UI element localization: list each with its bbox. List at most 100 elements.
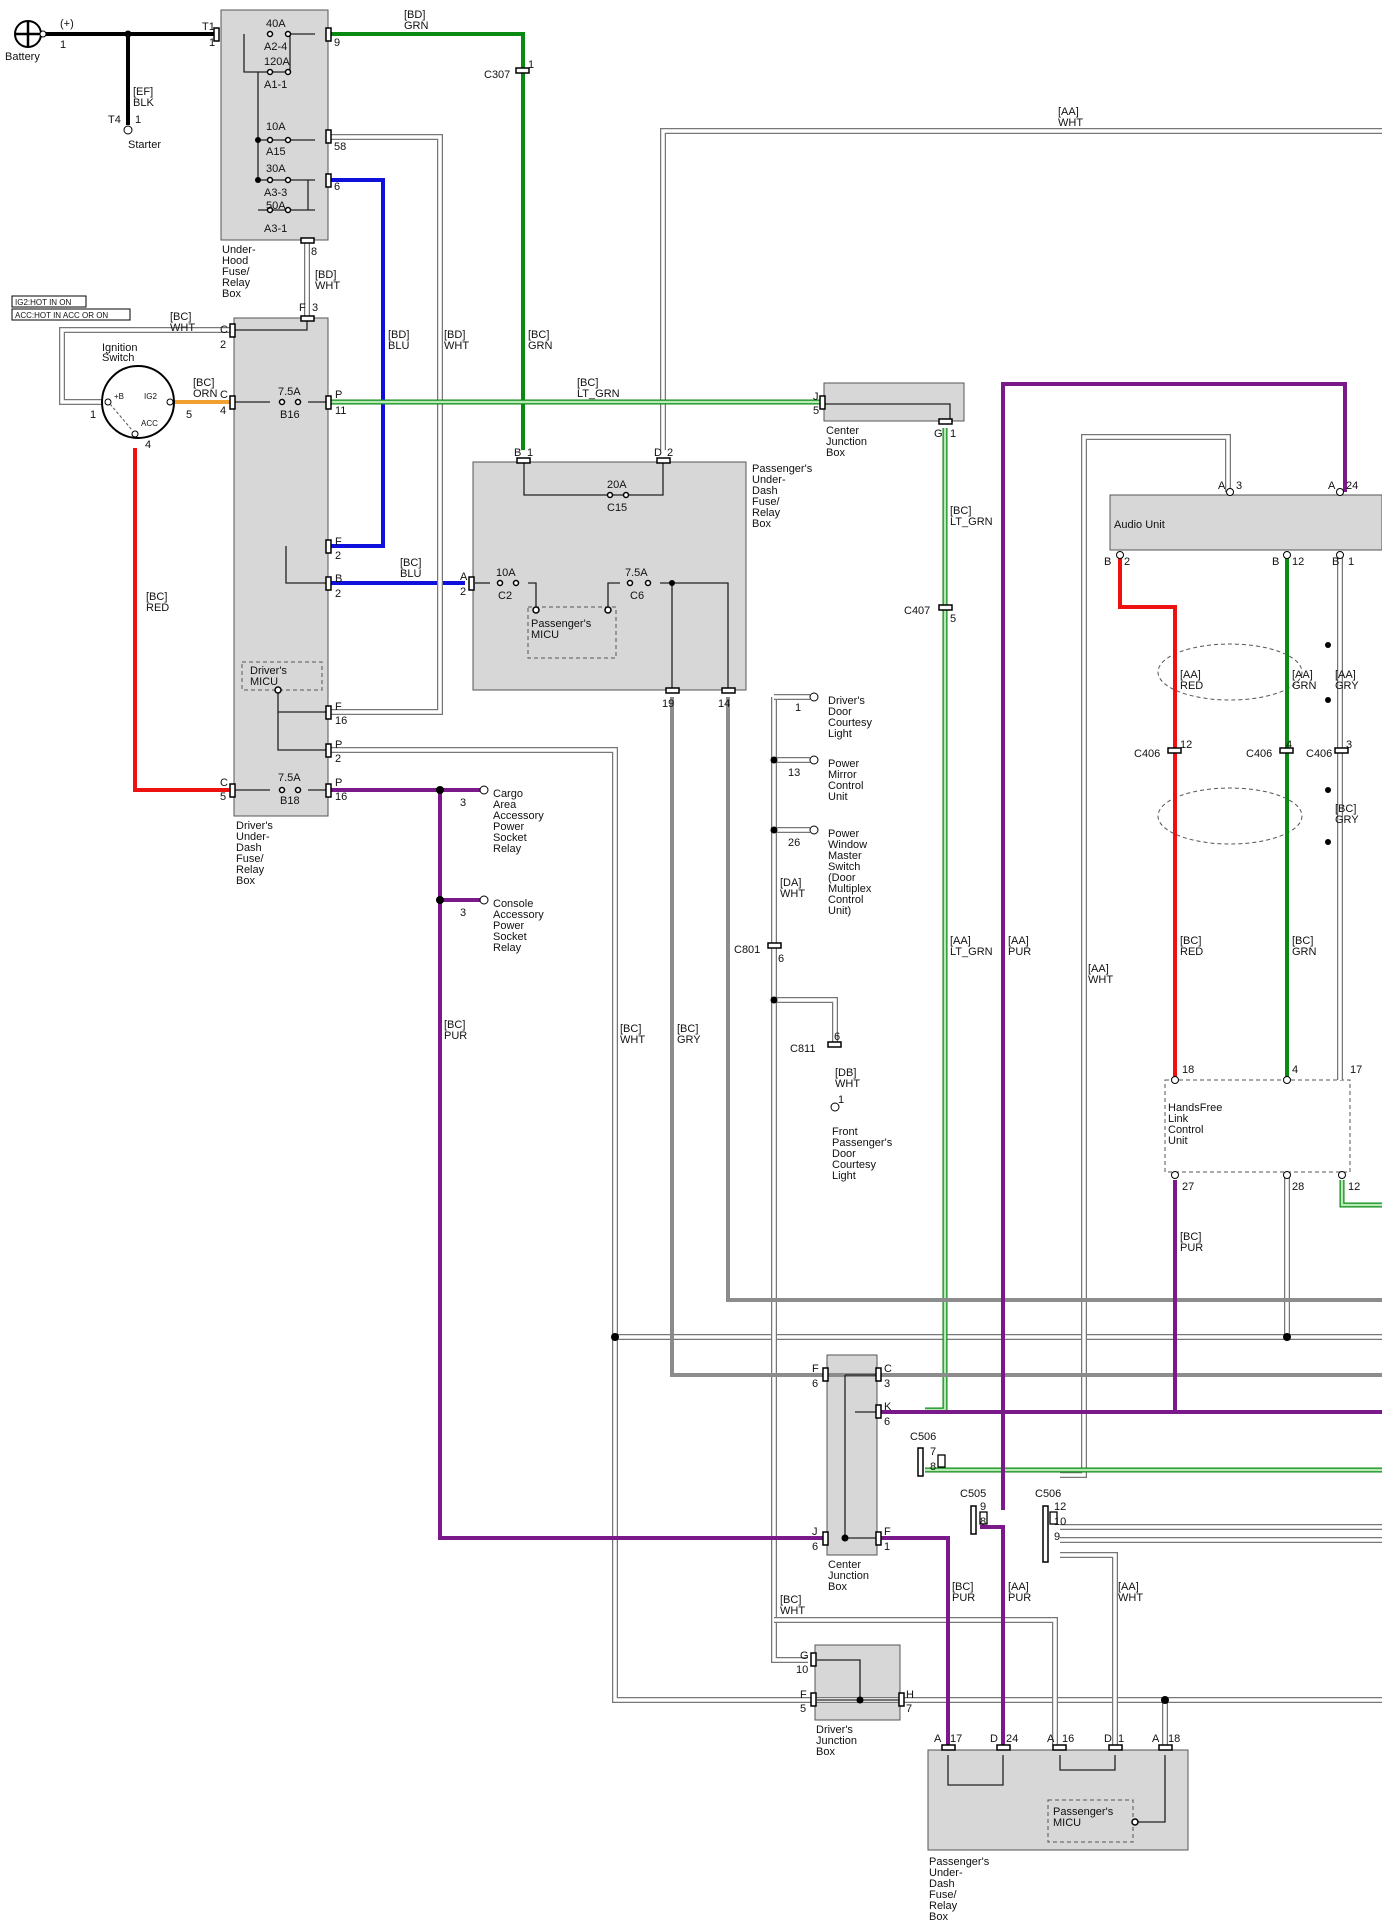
fuse-c2-rating: 10A xyxy=(496,567,516,579)
uh-out6: 6 xyxy=(334,181,340,193)
fuse-c15-id: C15 xyxy=(607,502,627,514)
window-pin: 26 xyxy=(788,837,800,849)
audio-unit xyxy=(1109,494,1382,551)
drv-p16l: P xyxy=(335,777,342,789)
mirror-1: Power xyxy=(828,758,860,770)
wire-bc-pur2-color: PUR xyxy=(1180,1242,1203,1254)
ignition-switch-symbol xyxy=(101,365,175,439)
pb1-label-3: Dash xyxy=(752,485,778,497)
ign-pin1: 1 xyxy=(90,409,96,421)
ign-label-2: Switch xyxy=(102,352,134,364)
uh-out9: 9 xyxy=(334,37,340,49)
wire-aa-wht-top-color: WHT xyxy=(1058,117,1083,129)
fuse-c15-rating: 20A xyxy=(607,479,627,491)
drv-c2: 2 xyxy=(220,339,226,351)
mirror-pin: 13 xyxy=(788,767,800,779)
pb1-label-2: Under- xyxy=(752,474,786,486)
c307-pin: 1 xyxy=(528,59,534,71)
wire-aa-ltgrn-color: LT_GRN xyxy=(950,946,993,958)
drv-f3: 3 xyxy=(312,302,318,314)
pb2-d: D xyxy=(990,1733,998,1745)
wire-bc-blu-code: [BC] xyxy=(400,557,421,569)
c406c-pin: 3 xyxy=(1346,739,1352,751)
hf-p12: 12 xyxy=(1348,1181,1360,1193)
wire-aa-pur2-color: PUR xyxy=(1008,1592,1031,1604)
pb1-a2: 2 xyxy=(460,586,466,598)
hf-p4: 4 xyxy=(1292,1064,1298,1076)
wire-bc-wht-code: [BC] xyxy=(170,311,191,323)
pb2-a16: 16 xyxy=(1062,1733,1074,1745)
c506b-10: 10 xyxy=(1054,1516,1066,1528)
ign-label-1: Ignition xyxy=(102,342,137,354)
uh-label-3: Fuse/ xyxy=(222,266,250,278)
pb2-label-3: Dash xyxy=(929,1878,955,1890)
wire-bd-blu-color: BLU xyxy=(388,340,409,352)
c811: C811 xyxy=(790,1043,815,1055)
door-light-2: Door xyxy=(828,706,852,718)
pb2-a18: 18 xyxy=(1168,1733,1180,1745)
audio-b1l: B xyxy=(1332,556,1339,568)
audio-b: B xyxy=(1104,556,1111,568)
wire-bc-red-code: [BC] xyxy=(146,591,167,603)
c307: C307 xyxy=(484,69,510,81)
drv-c5l: C xyxy=(220,777,228,789)
hf-p17: 17 xyxy=(1350,1064,1362,1076)
drv-f16: 16 xyxy=(335,715,347,727)
cargo-2: Area xyxy=(493,799,517,811)
legend-ig2: IG2:HOT IN ON xyxy=(15,298,72,307)
c406b-pin: 4 xyxy=(1286,739,1292,751)
cj1-j5: 5 xyxy=(813,405,819,417)
passengers-under-dash-fuse-box-top xyxy=(472,461,747,691)
fuse-a3-1: A3-1 xyxy=(264,223,287,235)
hf-p27: 27 xyxy=(1182,1181,1194,1193)
wire-bc-pur2-code: [BC] xyxy=(1180,1231,1201,1243)
ign-pin5: 5 xyxy=(186,409,192,421)
fuse-a2-4: A2-4 xyxy=(264,41,287,53)
starter-terminal: T4 xyxy=(108,114,121,126)
front-light-1: Front xyxy=(832,1126,858,1138)
pb1-micu-1: Passenger's xyxy=(531,618,592,630)
cj2-fr: F xyxy=(884,1526,891,1538)
wire-bc-grn2-code: [BC] xyxy=(1292,935,1313,947)
wire-bd-wht-code: [BD] xyxy=(315,269,336,281)
c506a-8: 8 xyxy=(930,1461,936,1473)
fuse-c6-id: C6 xyxy=(630,590,644,602)
window-6: Multiplex xyxy=(828,883,872,895)
cj1-j: J xyxy=(813,391,819,403)
fuse-a1-1: A1-1 xyxy=(264,79,287,91)
wire-bc-pur-color: PUR xyxy=(444,1030,467,1042)
pb1-b: B xyxy=(514,447,521,459)
cj2-j6: 6 xyxy=(812,1541,818,1553)
c506b: C506 xyxy=(1035,1488,1061,1500)
cj2-f6: 6 xyxy=(812,1378,818,1390)
pb2-label-6: Box xyxy=(929,1911,948,1923)
wire-bc-orn-color: ORN xyxy=(193,388,218,400)
drv-b2: 2 xyxy=(335,588,341,600)
hf-label-4: Unit xyxy=(1168,1135,1188,1147)
pb2-d1: 1 xyxy=(1118,1733,1124,1745)
c811-pin: 6 xyxy=(834,1031,840,1043)
fuse-10a: 10A xyxy=(266,121,286,133)
drv-f16l: F xyxy=(335,701,342,713)
wire-bc-blu-color: BLU xyxy=(400,568,421,580)
dj-f: F xyxy=(800,1689,807,1701)
window-2: Window xyxy=(828,839,867,851)
console-2: Accessory xyxy=(493,909,544,921)
drv-micu-2: MICU xyxy=(250,676,278,688)
uh-t1: T1 xyxy=(202,21,215,33)
wire-aa-wht2-code: [AA] xyxy=(1118,1581,1139,1593)
pb1-label-4: Fuse/ xyxy=(752,496,780,508)
window-7: Control xyxy=(828,894,863,906)
c505-9: 9 xyxy=(980,1501,986,1513)
drv-label-6: Box xyxy=(236,875,255,887)
wire-bc-wht3-color: WHT xyxy=(780,1605,805,1617)
c801: C801 xyxy=(734,944,760,956)
console-pin: 3 xyxy=(460,907,466,919)
cj1-label-2: Junction xyxy=(826,436,867,448)
drv-c4: 4 xyxy=(220,405,226,417)
legend-box: IG2:HOT IN ON ACC:HOT IN ACC OR ON xyxy=(11,295,131,321)
wire-aa-ltgrn-code: [AA] xyxy=(950,935,971,947)
uh-label-4: Relay xyxy=(222,277,251,289)
window-4: Switch xyxy=(828,861,860,873)
pb1-d14: 14 xyxy=(718,698,730,710)
